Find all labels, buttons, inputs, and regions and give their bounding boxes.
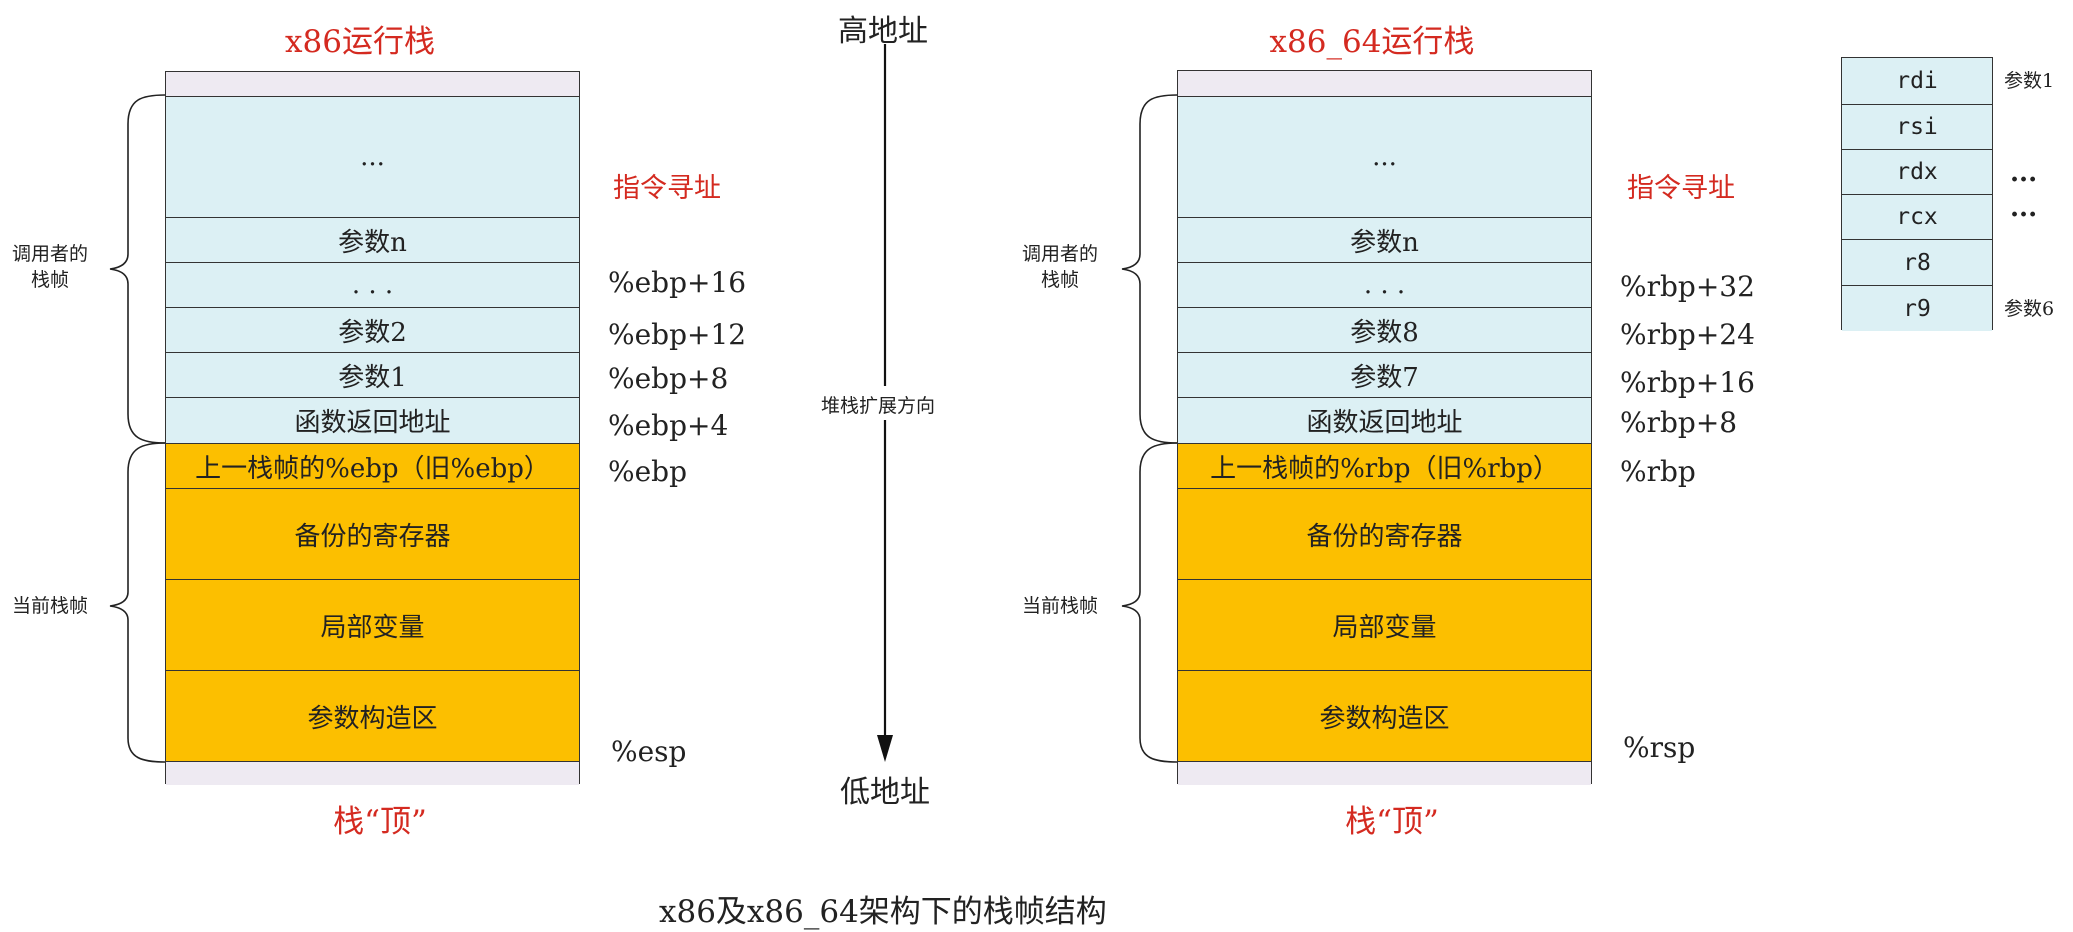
register-r9: r9	[1842, 285, 1992, 331]
x86-64-stack-bottom-pad	[1178, 761, 1591, 785]
x86-caller-frame-label: 调用者的 栈帧	[12, 243, 89, 291]
x86-addr-ebp-8: %ebp+8	[608, 362, 729, 395]
x86-64-cell-local-variables: 局部变量	[1178, 579, 1591, 670]
x86-64-current-frame-brace	[1121, 442, 1178, 763]
x86-64-stack-top-label: 栈“顶”	[1345, 804, 1439, 840]
x86-64-addr-rbp-16: %rbp+16	[1620, 366, 1755, 399]
x86-stack: ... 参数n . . . 参数2 参数1 函数返回地址 上一栈帧的%ebp（旧…	[165, 71, 580, 785]
x86-cell-param-1: 参数1	[166, 352, 579, 397]
x86-64-cell-return-address: 函数返回地址	[1178, 397, 1591, 443]
register-param-6-label: 参数6	[2004, 298, 2055, 320]
x86-addr-ebp-12: %ebp+12	[608, 318, 747, 351]
x86-cell-arg-build-area: 参数构造区	[166, 670, 579, 761]
x86-64-cell-saved-registers: 备份的寄存器	[1178, 488, 1591, 579]
x86-addr-ebp: %ebp	[608, 455, 688, 488]
stack-growth-direction-label: 堆栈扩展方向	[821, 389, 936, 420]
low-address-label: 低地址	[840, 775, 930, 810]
register-dots-1: ...	[2010, 158, 2038, 188]
register-rcx: rcx	[1842, 194, 1992, 239]
x86-64-cell-param-n: 参数n	[1178, 217, 1591, 262]
x86-64-addr-rbp-32: %rbp+32	[1620, 270, 1755, 303]
x86-addressing-label: 指令寻址	[613, 173, 721, 204]
x86-cell-saved-registers: 备份的寄存器	[166, 488, 579, 579]
x86-cell-return-address: 函数返回地址	[166, 397, 579, 443]
register-table: rdi rsi rdx rcx r8 r9	[1841, 57, 1993, 331]
x86-cell-dots: . . .	[166, 262, 579, 307]
x86-current-frame-brace	[109, 442, 166, 763]
x86-64-addr-rsp: %rsp	[1623, 731, 1696, 764]
x86-cell-saved-ebp: 上一栈帧的%ebp（旧%ebp）	[166, 443, 579, 488]
x86-addr-ebp-16: %ebp+16	[608, 266, 747, 299]
register-param-1-label: 参数1	[2004, 70, 2055, 92]
x86-64-cell-param-8: 参数8	[1178, 307, 1591, 352]
register-rsi: rsi	[1842, 104, 1992, 149]
register-rdx: rdx	[1842, 149, 1992, 194]
x86-64-addressing-label: 指令寻址	[1627, 173, 1735, 204]
x86-stack-title: x86运行栈	[285, 24, 435, 60]
register-dots-2: ...	[2010, 193, 2038, 223]
x86-64-caller-frame-brace	[1121, 94, 1178, 444]
register-rdi: rdi	[1842, 58, 1992, 104]
register-r8: r8	[1842, 239, 1992, 285]
x86-current-frame-label: 当前栈帧	[12, 595, 89, 617]
x86-64-stack-title: x86_64运行栈	[1269, 24, 1475, 60]
x86-cell-param-2: 参数2	[166, 307, 579, 352]
x86-cell-param-n: 参数n	[166, 217, 579, 262]
x86-64-addr-rbp: %rbp	[1620, 455, 1696, 488]
x86-stack-top-label: 栈“顶”	[333, 804, 427, 840]
x86-cell-ellipsis: ...	[166, 96, 579, 217]
x86-addr-esp: %esp	[611, 735, 687, 768]
x86-64-cell-arg-build-area: 参数构造区	[1178, 670, 1591, 761]
x86-64-cell-param-7: 参数7	[1178, 352, 1591, 397]
stack-growth-arrowhead-icon	[877, 735, 893, 762]
x86-64-stack-top-pad	[1178, 71, 1591, 96]
x86-stack-bottom-pad	[166, 761, 579, 785]
x86-64-addr-rbp-24: %rbp+24	[1620, 318, 1755, 351]
x86-64-cell-ellipsis: ...	[1178, 96, 1591, 217]
x86-addr-ebp-4: %ebp+4	[608, 409, 729, 442]
x86-64-cell-dots: . . .	[1178, 262, 1591, 307]
x86-caller-frame-brace	[109, 94, 166, 444]
x86-64-stack: ... 参数n . . . 参数8 参数7 函数返回地址 上一栈帧的%rbp（旧…	[1177, 70, 1592, 785]
high-address-label: 高地址	[838, 14, 928, 49]
x86-cell-local-variables: 局部变量	[166, 579, 579, 670]
x86-stack-top-pad	[166, 72, 579, 96]
x86-64-caller-frame-label: 调用者的 栈帧	[1022, 243, 1099, 291]
x86-64-addr-rbp-8: %rbp+8	[1620, 406, 1738, 439]
x86-64-current-frame-label: 当前栈帧	[1022, 595, 1099, 617]
x86-64-cell-saved-rbp: 上一栈帧的%rbp（旧%rbp）	[1178, 443, 1591, 488]
diagram-caption: x86及x86_64架构下的栈帧结构	[659, 894, 1107, 930]
